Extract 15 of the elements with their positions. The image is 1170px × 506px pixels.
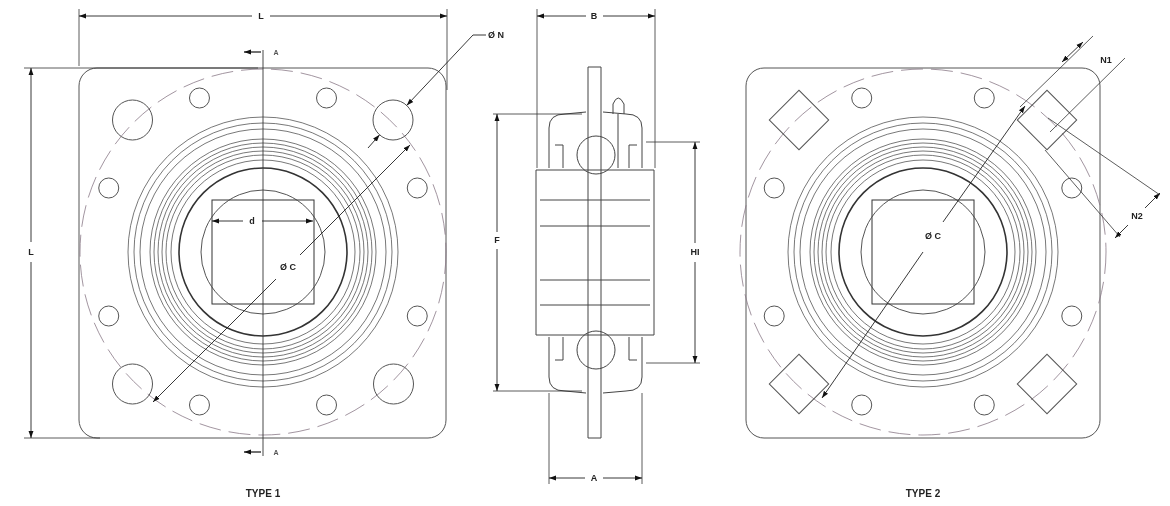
view-title: TYPE 1 — [243, 487, 283, 499]
mounting-hole — [372, 99, 414, 141]
dimension-label: B — [588, 10, 600, 22]
dimension-label: A — [588, 472, 600, 484]
dimension-label: Ø C — [923, 230, 943, 242]
view-title: TYPE 2 — [903, 487, 943, 499]
dimension-label: d — [247, 215, 257, 227]
dimension-label: Ø N — [486, 29, 506, 41]
dimension-label: N1 — [1098, 54, 1114, 66]
dimension-label: HI — [688, 246, 702, 258]
dimension-label: F — [492, 234, 502, 246]
dimension-label: N2 — [1129, 210, 1145, 222]
dimension-label: L — [26, 246, 36, 258]
dimension-label: L — [256, 10, 266, 22]
dimension-label: Ø C — [278, 261, 298, 273]
